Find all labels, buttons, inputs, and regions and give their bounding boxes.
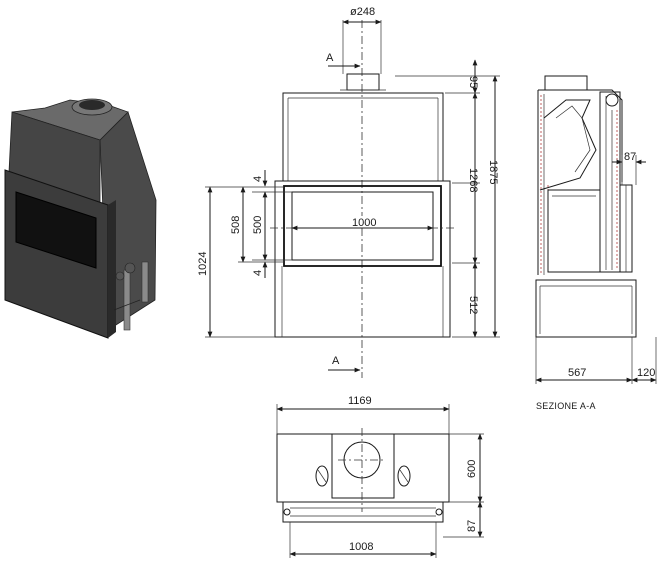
dim-opening-height: 508: [230, 216, 242, 234]
dim-upper-offset: 4: [252, 176, 264, 182]
dim-glass-width: 1000: [352, 217, 376, 229]
dim-lower-height: 512: [467, 296, 479, 314]
front-view: ø248 A A 95 1268 512 1875 1024: [197, 6, 500, 378]
dim-top-gap: 95: [467, 76, 479, 88]
plan-view: 1169 600 87 1008: [276, 395, 484, 558]
section-marker-bottom: A: [332, 355, 340, 367]
dim-left-height: 1024: [197, 252, 209, 276]
dim-total-height: 1875: [487, 160, 499, 184]
dim-upper-height: 1268: [467, 168, 479, 192]
section-caption: SEZIONE A-A: [536, 401, 596, 411]
dim-section-frame: 87: [624, 151, 636, 163]
section-marker-top: A: [326, 52, 334, 64]
dim-plan-frame-depth: 87: [466, 520, 478, 532]
dim-plan-depth: 600: [466, 460, 478, 478]
dim-lower-offset: 4: [252, 270, 264, 276]
fireplace-3d-view: [4, 98, 157, 339]
section-view: 87 567 120 SEZIONE A-A: [535, 75, 657, 411]
dim-glass-height: 500: [252, 216, 264, 234]
dim-section-front: 120: [637, 367, 655, 379]
flue-diameter-label: ø248: [350, 6, 375, 18]
dim-plan-width: 1169: [348, 395, 372, 407]
dim-section-depth: 567: [568, 367, 586, 379]
dim-plan-frame-width: 1008: [349, 541, 373, 553]
